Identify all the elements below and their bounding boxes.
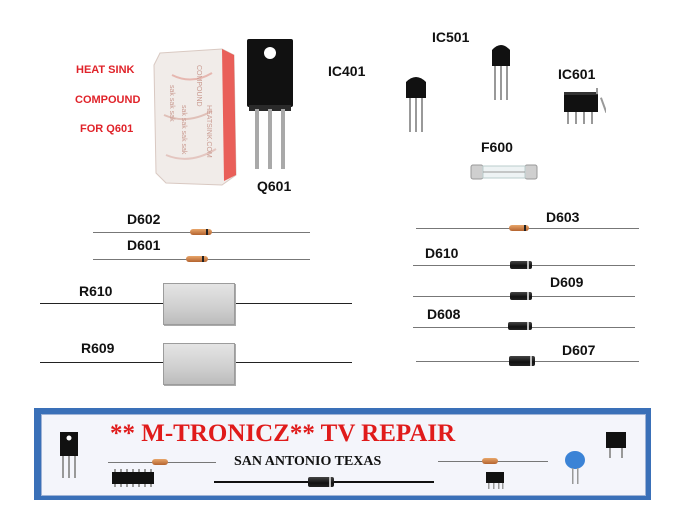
d602-cathode-band [206, 229, 208, 235]
r609-resistor-body [163, 343, 235, 385]
d603-label: D603 [546, 209, 580, 225]
q601-transistor [245, 37, 295, 172]
d607-diode-body [509, 356, 535, 366]
banner-smd-transistor [604, 430, 628, 460]
dip-chip-icon [486, 472, 504, 489]
d602-label: D602 [127, 211, 161, 227]
d608-diode-body [508, 322, 532, 330]
d610-label: D610 [425, 245, 459, 261]
d608-label: D608 [427, 306, 461, 322]
banner-center-diode-body [308, 477, 334, 487]
banner-transistor [58, 430, 80, 480]
glass-fuse-icon [470, 164, 538, 180]
soic-chip-icon [112, 469, 154, 487]
ic401-label: IC401 [328, 63, 366, 79]
d601-diode-body [186, 256, 208, 262]
d609-diode-body [510, 292, 532, 300]
ceramic-capacitor-icon [565, 451, 585, 484]
to92-regulator-icon [406, 77, 426, 132]
d603-cathode-band [524, 225, 526, 231]
banner-title: ** M-TRONICZ** TV REPAIR [110, 420, 456, 447]
to252-transistor-icon [606, 432, 626, 458]
heat-sink-label-line2: COMPOUND [75, 94, 141, 106]
dip-chip-icon [564, 88, 608, 124]
f600-fuse [470, 162, 538, 182]
to220-transistor-icon [247, 39, 293, 169]
d602-diode-body [190, 229, 212, 235]
banner-capacitor [564, 450, 586, 486]
heat-sink-label-line3: FOR Q601 [80, 123, 134, 135]
ic601-label: IC601 [558, 66, 596, 82]
q601-label: Q601 [257, 178, 292, 194]
ic401-component [404, 72, 428, 134]
d609-label: D609 [550, 274, 584, 290]
ic501-label: IC501 [432, 29, 470, 45]
heat-sink-compound-packet: COMPOUND HEATSINK.COM sak sak sak sak sa… [152, 45, 237, 188]
heat-sink-packet-icon: COMPOUND HEATSINK.COM sak sak sak sak sa… [153, 48, 237, 186]
svg-text:COMPOUND: COMPOUND [195, 65, 202, 107]
ic601-component [556, 84, 608, 128]
d601-cathode-band [202, 256, 204, 262]
svg-text:sak sak sak sak: sak sak sak sak [180, 105, 187, 155]
svg-text:HEATSINK.COM: HEATSINK.COM [205, 105, 212, 158]
ic501-component [490, 40, 512, 102]
d601-label: D601 [127, 237, 161, 253]
r610-label: R610 [79, 283, 113, 299]
d603-diode-body [509, 225, 529, 231]
d607-label: D607 [562, 342, 596, 358]
to220-transistor-icon [60, 432, 78, 478]
banner-left-diode-body [152, 459, 168, 465]
r610-resistor-body [163, 283, 235, 325]
f600-label: F600 [481, 139, 513, 155]
banner-right-diode-body [482, 458, 498, 464]
banner-dip-chip [482, 468, 508, 490]
d610-diode-body [510, 261, 532, 269]
to92-transistor-icon [492, 45, 510, 100]
banner-soic-chip [110, 468, 156, 488]
banner-subtitle: SAN ANTONIO TEXAS [234, 454, 382, 469]
heat-sink-label-line1: HEAT SINK [76, 64, 135, 76]
svg-text:sak sak sak: sak sak sak [168, 85, 175, 122]
r609-label: R609 [81, 340, 115, 356]
